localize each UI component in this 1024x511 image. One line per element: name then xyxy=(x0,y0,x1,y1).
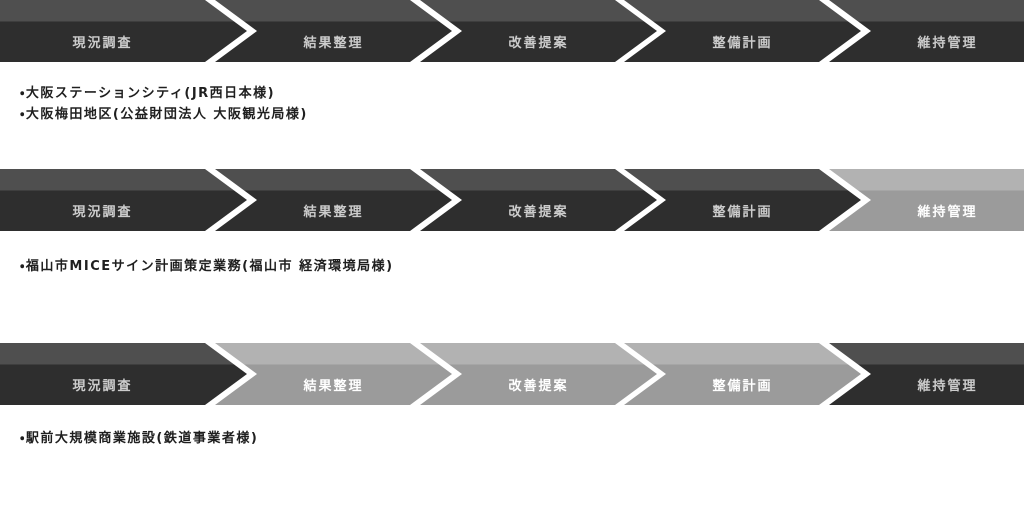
stage-chevron-improvement-proposal: 改善提案 xyxy=(420,0,657,62)
stage-label: 改善提案 xyxy=(508,204,569,220)
stage-chevron-result-organization: 結果整理 xyxy=(215,343,452,405)
project-item: ・大阪ステーションシティ(JR西日本様) xyxy=(20,86,276,101)
project-list-row-2: ・福山市MICEサイン計画策定業務(福山市 経済環境局様) xyxy=(20,256,394,277)
process-band-row-3: 現況調査 結果整理 改善提案 整備計画 維持管理 xyxy=(0,343,1024,405)
project-item: ・福山市MICEサイン計画策定業務(福山市 経済環境局様) xyxy=(20,259,394,274)
project-list-row-3: ・駅前大規模商業施設(鉄道事業者様) xyxy=(20,428,258,449)
stage-chevron-result-organization: 結果整理 xyxy=(215,169,452,231)
stage-label: 現況調査 xyxy=(72,204,133,220)
stage-label: 改善提案 xyxy=(508,378,569,394)
stage-chevron-current-survey: 現況調査 xyxy=(0,343,247,405)
process-band-row-1: 現況調査 結果整理 改善提案 整備計画 維持管理 xyxy=(0,0,1024,62)
stage-label: 整備計画 xyxy=(712,378,773,394)
stage-label: 整備計画 xyxy=(712,35,773,51)
stage-label: 結果整理 xyxy=(303,204,364,220)
stage-label: 結果整理 xyxy=(303,35,364,51)
stage-chevron-current-survey: 現況調査 xyxy=(0,0,247,62)
stage-label: 維持管理 xyxy=(917,378,978,394)
stage-chevron-result-organization: 結果整理 xyxy=(215,0,452,62)
stage-label: 維持管理 xyxy=(917,35,978,51)
stage-chevron-maintenance-plan: 整備計画 xyxy=(624,343,861,405)
stage-chevron-current-survey: 現況調査 xyxy=(0,169,247,231)
stage-label: 改善提案 xyxy=(508,35,569,51)
project-item: ・大阪梅田地区(公益財団法人 大阪観光局様) xyxy=(20,107,308,122)
stage-label: 維持管理 xyxy=(917,204,978,220)
stage-label: 整備計画 xyxy=(712,204,773,220)
stage-label: 結果整理 xyxy=(303,378,364,394)
project-item: ・駅前大規模商業施設(鉄道事業者様) xyxy=(20,431,259,446)
process-band-row-2: 現況調査 結果整理 改善提案 整備計画 維持管理 xyxy=(0,169,1024,231)
stage-chevron-maintenance-plan: 整備計画 xyxy=(624,169,861,231)
stage-chevron-improvement-proposal: 改善提案 xyxy=(420,169,657,231)
stage-chevron-maintenance-plan: 整備計画 xyxy=(624,0,861,62)
stage-label: 現況調査 xyxy=(72,35,133,51)
stage-label: 現況調査 xyxy=(72,378,133,394)
stage-chevron-improvement-proposal: 改善提案 xyxy=(420,343,657,405)
project-list-row-1: ・大阪ステーションシティ(JR西日本様) ・大阪梅田地区(公益財団法人 大阪観光… xyxy=(20,83,308,125)
